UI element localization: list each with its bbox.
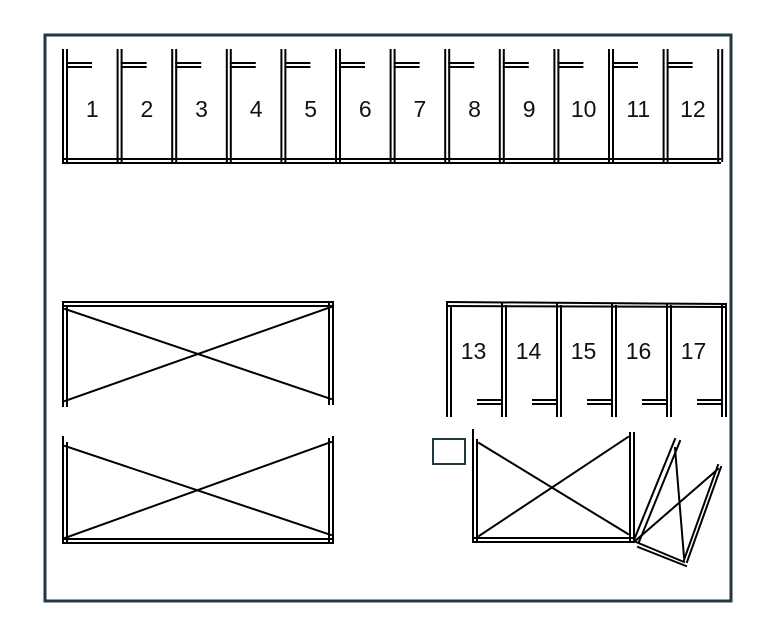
stall-label: 16 [626, 338, 652, 364]
lower-stall-row: 13 14 15 16 17 [445, 300, 728, 417]
crossed-block-right [472, 429, 635, 543]
stall-label: 7 [414, 96, 427, 122]
stall-divider [171, 49, 202, 162]
stall-divider [280, 49, 311, 162]
stall-divider [335, 49, 365, 162]
outer-frame [43, 33, 733, 603]
stall-label: 11 [626, 96, 650, 122]
stall-label: 8 [468, 96, 481, 122]
stall-divider [498, 49, 529, 162]
stall-divider [608, 49, 638, 162]
stall-divider [62, 49, 92, 162]
stall-divider [225, 49, 256, 162]
stall-label: 1 [86, 96, 99, 122]
stall-label: 17 [681, 338, 707, 364]
lower-row-topline [445, 300, 728, 306]
stall-label: 3 [195, 96, 208, 122]
stall-label: 10 [571, 96, 597, 122]
stall-divider [587, 303, 617, 417]
stall-label: 4 [250, 96, 263, 122]
stall-divider [116, 49, 147, 162]
stall-label: 13 [461, 338, 487, 364]
stall-divider [717, 49, 724, 162]
stall-label: 12 [680, 96, 706, 122]
crossed-block-left-upper [62, 301, 334, 407]
stall-divider [446, 303, 452, 417]
stall-label: 15 [571, 338, 597, 364]
stall-divider [532, 303, 562, 417]
stall-divider [477, 303, 507, 417]
crossed-block-left-lower [62, 436, 334, 544]
stall-label: 6 [359, 96, 372, 122]
stall-divider [389, 49, 420, 162]
lower-row-topline-inner [445, 304, 728, 309]
stall-divider [553, 49, 584, 162]
stall-divider [444, 49, 475, 162]
small-box [432, 438, 466, 465]
stall-label: 14 [516, 338, 542, 364]
stall-divider [662, 49, 693, 162]
stall-divider [697, 303, 727, 417]
stall-label: 2 [141, 96, 154, 122]
stall-label: 9 [523, 96, 536, 122]
stall-label: 5 [304, 96, 317, 122]
folding-gate [632, 437, 723, 568]
stall-divider [642, 303, 672, 417]
